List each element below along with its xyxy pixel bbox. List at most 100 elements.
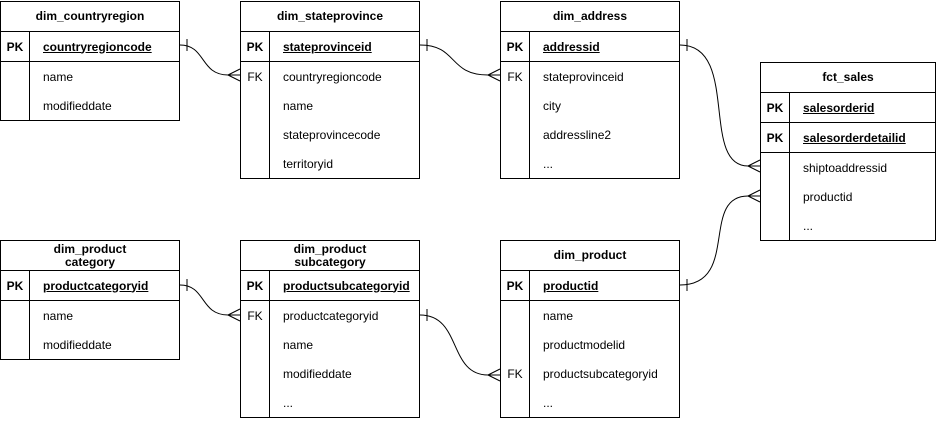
key-cell: FK [241,301,270,330]
key-cell: PK [1,271,30,300]
key-cell [501,120,530,149]
key-cell [241,330,270,359]
pk-row: PK addressid [501,32,679,62]
key-cell: PK [241,271,270,300]
entity-fct-sales: fct_sales PK salesorderid PK salesorderd… [760,62,936,241]
key-cell: FK [501,359,530,388]
attribute-row: modifieddate [1,91,179,120]
attribute-row: ... [501,149,679,178]
attribute-name: addressline2 [543,127,612,142]
attribute-row: territoryid [241,149,419,178]
entity-title: dim_product category [1,241,179,271]
attribute-name: shiptoaddressid [803,160,888,175]
pk-row: PK salesorderid [761,93,935,123]
attribute-row: name [1,301,179,330]
relationship-countryregion-stateprovince [179,39,241,82]
entity-dim-countryregion: dim_countryregion PK countryregioncode n… [0,1,180,121]
key-cell: FK [241,62,270,91]
entity-title: dim_countryregion [1,2,179,32]
relationship-line [679,195,749,286]
attribute-name: name [283,337,314,352]
attribute-name: stateprovinceid [543,69,624,84]
attribute-row: FK countryregioncode [241,62,419,91]
attribute-row: addressline2 [501,120,679,149]
key-cell: PK [501,32,530,61]
relationship-line [179,284,229,316]
entity-title: fct_sales [761,63,935,93]
many-marker [227,308,241,322]
key-cell [501,301,530,330]
key-cell [1,62,30,91]
attribute-name: ... [803,218,814,233]
key-cell [501,388,530,417]
key-cell [761,153,790,182]
many-marker [227,68,241,82]
attribute-row: name [241,330,419,359]
pk-row: PK productid [501,271,679,301]
attribute-name: ... [543,156,554,171]
pk-row: PK countryregioncode [1,32,179,62]
attribute-name: productid [803,189,853,204]
attribute-name: modifieddate [283,366,352,381]
key-cell [1,91,30,120]
attribute-row: ... [501,388,679,417]
pk-row: PK salesorderdetailid [761,123,935,153]
attribute-row: FK stateprovinceid [501,62,679,91]
pk-field: productcategoryid [43,278,149,293]
entity-dim-address: dim_address PK addressid FK stateprovinc… [500,1,680,179]
pk-row: PK productcategoryid [1,271,179,301]
attribute-name: ... [283,395,294,410]
attributes-block: name modifieddate [1,62,179,120]
key-cell [241,120,270,149]
entity-title: dim_address [501,2,679,32]
key-cell [241,359,270,388]
attribute-row: FK productcategoryid [241,301,419,330]
many-marker [747,159,761,173]
attributes-block: shiptoaddressid productid ... [761,153,935,240]
attribute-name: name [43,69,74,84]
entity-dim-productsubcategory: dim_product subcategory PK productsubcat… [240,240,420,418]
attributes-block: FK productcategoryid name modifieddate .… [241,301,419,417]
attribute-name: name [43,308,74,323]
key-cell [501,91,530,120]
many-marker [487,68,501,82]
many-marker [487,368,501,382]
pk-row: PK productsubcategoryid [241,271,419,301]
relationship-line [419,44,489,76]
attribute-name: territoryid [283,156,334,171]
key-cell [241,91,270,120]
key-cell: PK [241,32,270,61]
pk-field: productsubcategoryid [283,278,410,293]
attributes-block: FK stateprovinceid city addressline2 ... [501,62,679,178]
attribute-row: name [241,91,419,120]
pk-field: salesorderdetailid [803,130,906,145]
key-cell [1,330,30,359]
attribute-name: modifieddate [43,98,112,113]
attribute-row: productid [761,182,935,211]
key-cell: PK [501,271,530,300]
key-cell: PK [761,123,790,152]
entity-dim-product: dim_product PK productid name productmod… [500,240,680,418]
pk-field: addressid [543,39,600,54]
key-cell [241,388,270,417]
key-cell: PK [761,93,790,122]
entity-title: dim_stateprovince [241,2,419,32]
pk-field: stateprovinceid [283,39,372,54]
attribute-name: productmodelid [543,337,626,352]
attributes-block: name modifieddate [1,301,179,359]
pk-field: countryregioncode [43,39,152,54]
attribute-row: city [501,91,679,120]
relationship-line [419,314,489,376]
relationship-line [179,44,229,76]
attribute-row: name [501,301,679,330]
attribute-row: shiptoaddressid [761,153,935,182]
key-cell [1,301,30,330]
relationship-productsubcategory-product [419,309,501,382]
relationship-address-fctsales [679,39,761,173]
relationship-product-fctsales [679,189,761,291]
key-cell: FK [501,62,530,91]
entity-dim-productcategory: dim_product category PK productcategoryi… [0,240,180,360]
attribute-name: name [543,308,574,323]
attribute-name: productcategoryid [283,308,379,323]
